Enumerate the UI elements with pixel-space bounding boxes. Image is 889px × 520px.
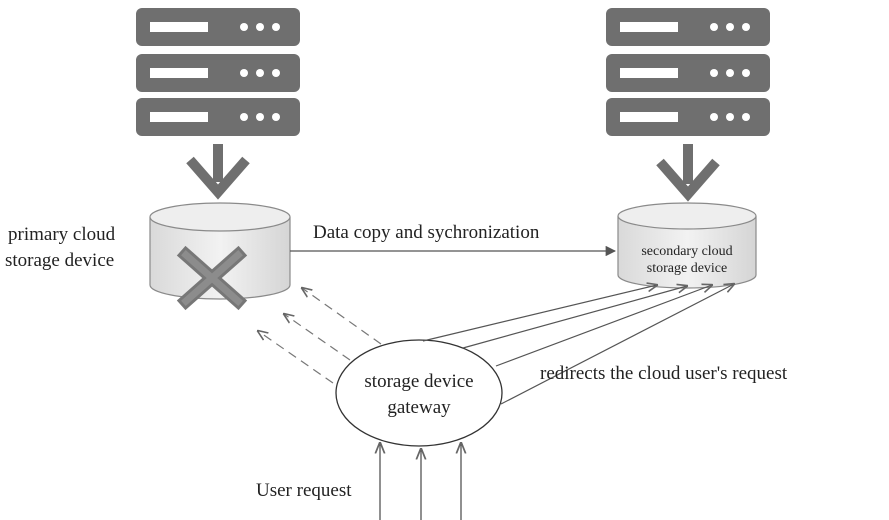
user-request-label: User request [256, 480, 352, 501]
redirect-arrow [422, 285, 657, 342]
redirect-arrow [500, 284, 734, 405]
gateway-label-line2: gateway [387, 397, 451, 418]
server-unit-icon [606, 98, 770, 136]
gateway-node [335, 339, 503, 447]
dashed-arrow [302, 288, 382, 345]
dashed-arrow [258, 331, 334, 384]
primary-down-arrow-icon [186, 144, 250, 200]
redirect-arrow [462, 286, 687, 349]
primary-server-stack-icon [136, 8, 300, 136]
server-unit-icon [136, 98, 300, 136]
secondary-device-label-line2: storage device [646, 261, 728, 276]
primary-storage-disk-icon [149, 202, 291, 300]
sync-link-label: Data copy and sychronization [313, 222, 540, 243]
secondary-storage-disk-icon [617, 202, 757, 289]
server-unit-icon [606, 8, 770, 46]
server-unit-icon [136, 8, 300, 46]
primary-device-label-line1: primary cloud [8, 224, 116, 245]
primary-device-label-line2: storage device [5, 250, 115, 271]
gateway-label-line1: storage device [364, 371, 474, 392]
secondary-server-stack-icon [606, 8, 770, 136]
dashed-arrow [284, 314, 351, 361]
redirect-arrow [495, 285, 712, 367]
server-unit-icon [136, 54, 300, 92]
redirect-label: redirects the cloud user's request [540, 363, 788, 384]
secondary-device-label-line1: secondary cloud [641, 244, 733, 259]
server-unit-icon [606, 54, 770, 92]
secondary-down-arrow-icon [656, 144, 720, 202]
failure-x-mark-icon [176, 245, 248, 311]
